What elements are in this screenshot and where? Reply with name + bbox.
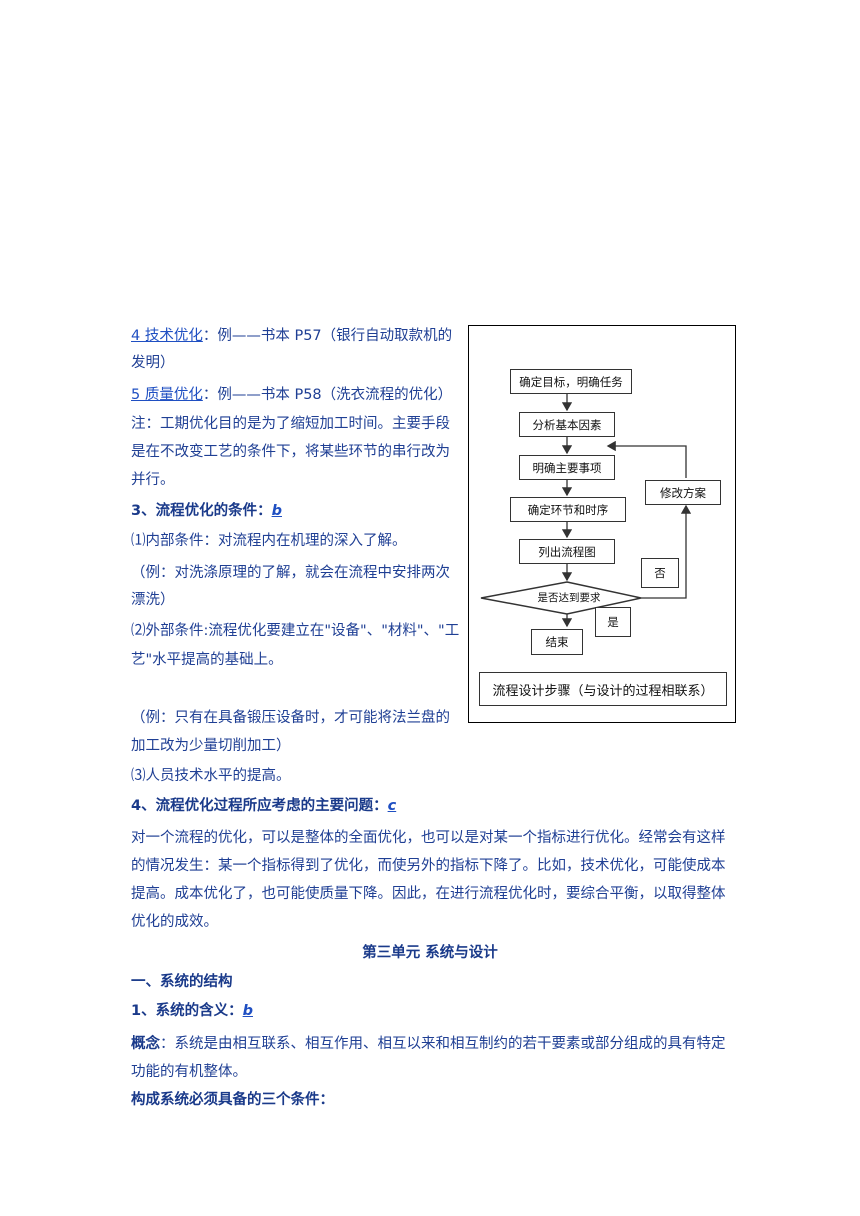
- quality-optimization-text: ：例——书本 P58（洗衣流程的优化）: [202, 387, 453, 403]
- flowchart-caption: 流程设计步骤（与设计的过程相联系）: [479, 672, 727, 706]
- heading-conditions: 3、流程优化的条件：b: [131, 501, 282, 521]
- heading-system-structure: 一、系统的结构: [131, 974, 233, 990]
- unit-title: 第三单元 系统与设计: [362, 945, 498, 961]
- concept-label: 概念: [131, 1036, 160, 1052]
- note-line-1: 注：工期优化目的是为了缩短加工时间。主要手段: [131, 416, 450, 432]
- line-invention: 发明）: [131, 355, 175, 371]
- example-washing-2: 漂洗）: [131, 592, 175, 608]
- level-mark-c[interactable]: c: [387, 798, 397, 814]
- heading-main-issues-text: 4、流程优化过程所应考虑的主要问题：: [131, 798, 388, 814]
- note-line-3: 并行。: [131, 472, 175, 488]
- step-clarify-items: 明确主要事项: [519, 455, 615, 480]
- internal-condition: ⑴内部条件：对流程内在机理的深入了解。: [131, 533, 407, 549]
- concept-paragraph: 概念：系统是由相互联系、相互作用、相互以来和相互制约的若干要素或部分组成的具有特…: [131, 1030, 731, 1086]
- flowchart-figure: 确定目标，明确任务 分析基本因素 明确主要事项 确定环节和时序 列出流程图 是否…: [468, 325, 736, 723]
- heading-system-meaning-text: 1、系统的含义：: [131, 1003, 243, 1019]
- personnel-condition: ⑶人员技术水平的提高。: [131, 768, 291, 784]
- step-set-sequence: 确定环节和时序: [510, 497, 626, 522]
- level-mark-b[interactable]: b: [271, 503, 282, 519]
- flowchart-connectors: [480, 394, 692, 628]
- step-draw-flowchart: 列出流程图: [519, 539, 615, 564]
- yes-label: 是: [595, 607, 631, 637]
- line-tech-optimization: 4 技术优化：例——书本 P57（银行自动取款机的: [131, 326, 452, 346]
- optimization-paragraph: 对一个流程的优化，可以是整体的全面优化，也可以是对某一个指标进行优化。经常会有这…: [131, 830, 726, 930]
- step-modify-plan: 修改方案: [645, 480, 721, 505]
- step-define-goal: 确定目标，明确任务: [510, 369, 632, 394]
- heading-three-conditions: 构成系统必须具备的三个条件：: [131, 1092, 334, 1108]
- no-label: 否: [641, 558, 679, 588]
- heading-conditions-text: 3、流程优化的条件：: [131, 503, 272, 519]
- level-mark-b-2[interactable]: b: [242, 1003, 253, 1019]
- decision-label: 是否达到要求: [537, 592, 601, 604]
- step-analyze-factors: 分析基本因素: [519, 412, 615, 437]
- heading-system-meaning: 1、系统的含义：b: [131, 1001, 253, 1021]
- concept-text: ：系统是由相互联系、相互作用、相互以来和相互制约的若干要素或部分组成的具有特定功…: [131, 1036, 726, 1080]
- note-line-2: 是在不改变工艺的条件下，将某些环节的串行改为: [131, 444, 450, 460]
- external-condition-2: 艺"水平提高的基础上。: [131, 652, 283, 668]
- step-end: 结束: [531, 629, 583, 655]
- example-washing-1: （例：对洗涤原理的了解，就会在流程中安排两次: [131, 565, 450, 581]
- quality-optimization-link[interactable]: 5 质量优化: [131, 387, 203, 403]
- line-quality-optimization: 5 质量优化：例——书本 P58（洗衣流程的优化）: [131, 385, 452, 405]
- example-flange-1: （例：只有在具备锻压设备时，才可能将法兰盘的: [131, 710, 450, 726]
- decision-diamond: [480, 581, 642, 615]
- tech-optimization-text: ：例——书本 P57（银行自动取款机的: [202, 328, 453, 344]
- example-flange-2: 加工改为少量切削加工）: [131, 738, 291, 754]
- external-condition-1: ⑵外部条件:流程优化要建立在"设备"、"材料"、"工: [131, 623, 460, 639]
- tech-optimization-link[interactable]: 4 技术优化: [131, 328, 203, 344]
- heading-main-issues: 4、流程优化过程所应考虑的主要问题：c: [131, 796, 396, 816]
